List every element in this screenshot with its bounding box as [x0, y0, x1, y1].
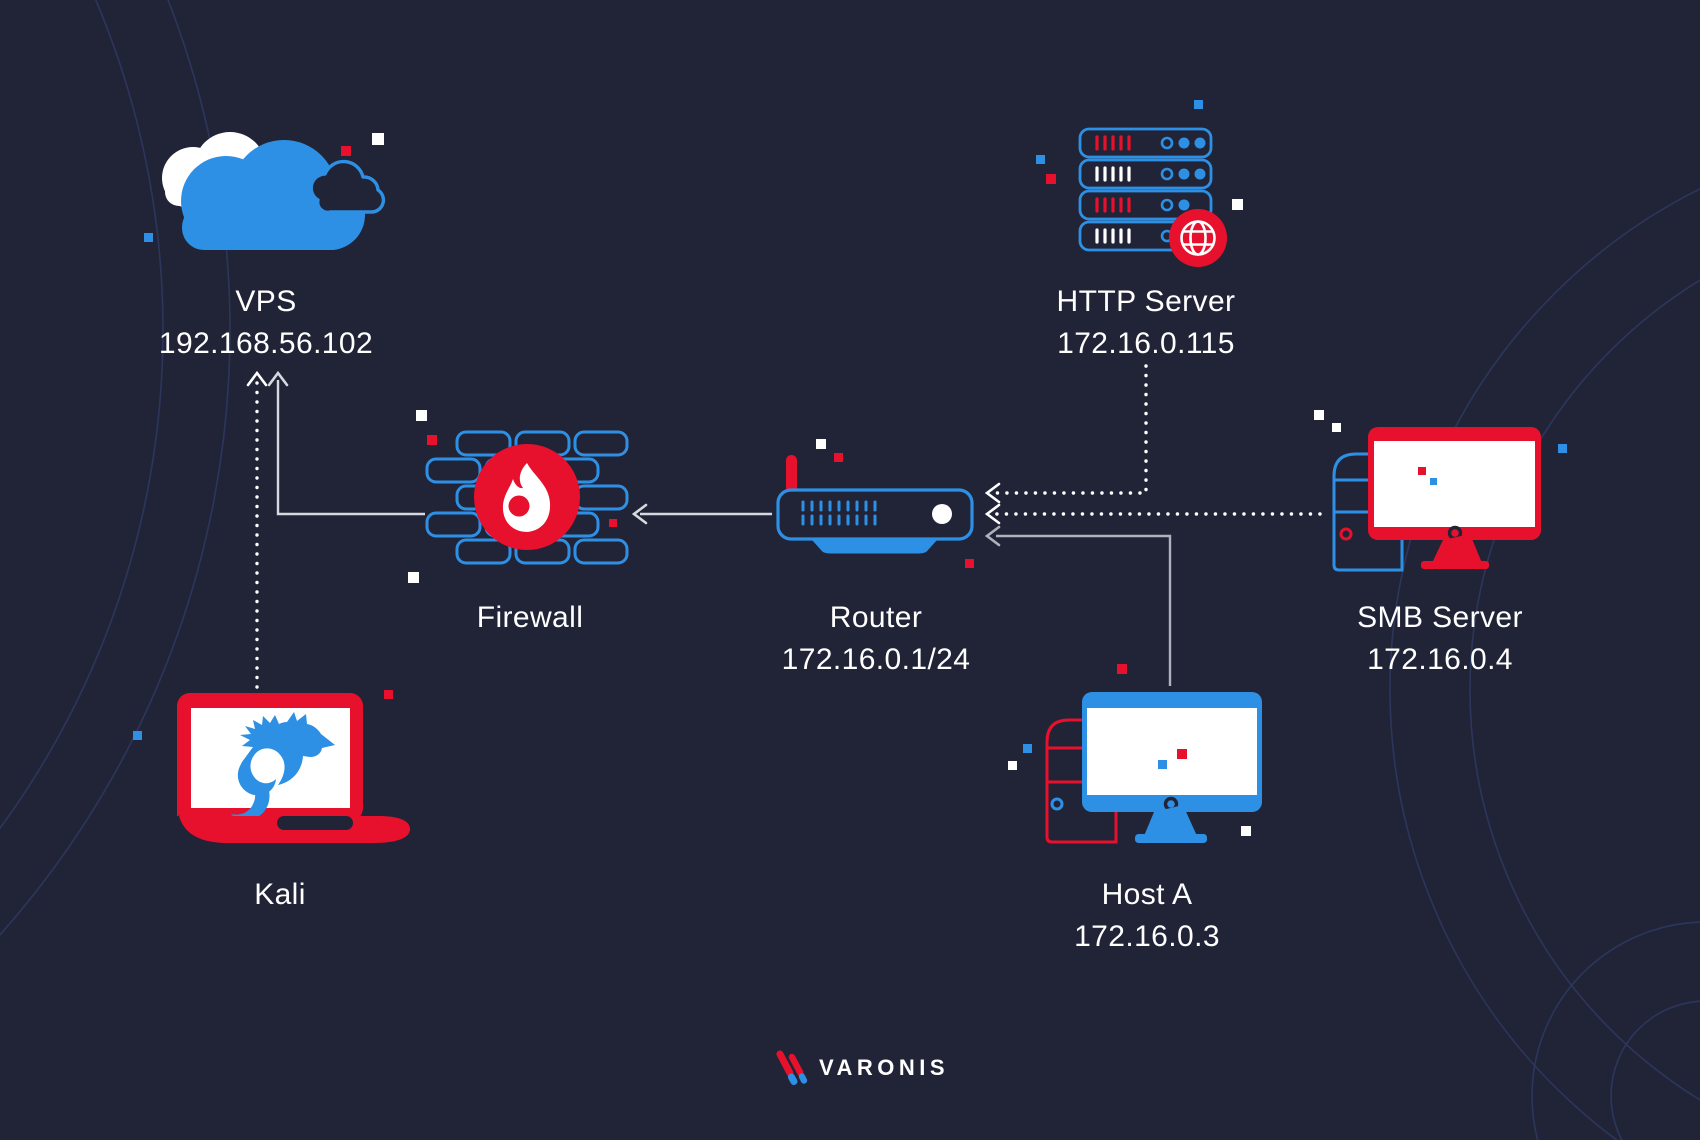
router-icon — [776, 455, 974, 554]
node-ip: 172.16.0.115 — [1057, 327, 1235, 360]
node-title: VPS — [235, 285, 297, 318]
node-router: Router 172.16.0.1/24 — [782, 597, 971, 681]
varonis-mark-icon — [776, 1050, 808, 1085]
arrowhead-up-icon — [267, 370, 289, 387]
small-cloud-icon — [309, 159, 386, 214]
node-title: Firewall — [476, 601, 584, 634]
node-ip: 172.16.0.1/24 — [781, 643, 971, 676]
arrowhead-left-icon — [984, 482, 1001, 504]
node-ip: 192.168.56.102 — [158, 327, 374, 360]
edge-hosta-to-router — [984, 525, 1172, 686]
accent-squares — [133, 100, 1567, 836]
router-antenna — [786, 455, 797, 493]
node-smb-server: SMB Server 172.16.0.4 — [1357, 597, 1523, 681]
globe-icon — [1169, 209, 1227, 267]
arrowhead-left-icon — [984, 503, 1001, 525]
node-title: HTTP Server — [1056, 285, 1236, 318]
arrowhead-left-icon — [984, 525, 1001, 547]
edge-kali-to-vps — [246, 370, 268, 689]
node-kali: Kali — [254, 874, 306, 916]
node-http-server: HTTP Server 172.16.0.115 — [1057, 281, 1236, 365]
varonis-logo: VARONIS — [771, 1050, 949, 1086]
node-title: SMB Server — [1357, 601, 1523, 634]
smb-desktop-icon — [1332, 427, 1541, 572]
node-vps: VPS 192.168.56.102 — [159, 281, 373, 365]
node-ip: 172.16.0.4 — [1367, 643, 1513, 676]
kali-laptop-icon — [177, 693, 411, 843]
cloud-icon — [162, 132, 386, 250]
hosta-desktop-icon — [1045, 692, 1262, 844]
node-firewall: Firewall — [477, 597, 584, 639]
node-title: Host A — [1101, 878, 1193, 911]
node-title: Kali — [254, 878, 306, 911]
edge-smb-to-router — [984, 503, 1322, 525]
edge-http-to-router — [984, 364, 1148, 504]
brand-name: VARONIS — [818, 1055, 950, 1080]
node-ip: 172.16.0.3 — [1074, 920, 1220, 953]
edge-firewall-to-vps — [267, 370, 425, 516]
arrowhead-up-icon — [246, 370, 268, 387]
node-title: Router — [829, 601, 923, 634]
kali-dragon-icon — [231, 712, 335, 821]
server-stack-icon — [1078, 127, 1227, 267]
edge-router-to-firewall — [631, 503, 772, 525]
arrowhead-left-icon — [631, 503, 648, 525]
node-host-a: Host A 172.16.0.3 — [1074, 874, 1220, 958]
firewall-icon — [425, 430, 629, 565]
